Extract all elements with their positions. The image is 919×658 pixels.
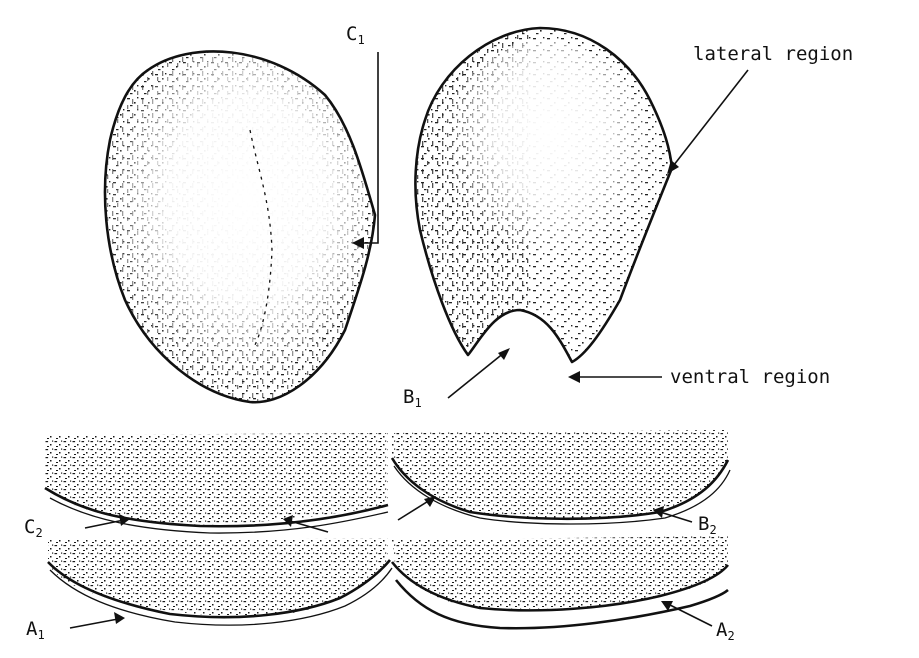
label-ventral-region: ventral region bbox=[670, 366, 830, 388]
label-c1: C1 bbox=[346, 23, 365, 47]
label-c2: C2 bbox=[24, 516, 43, 540]
strip-c2 bbox=[45, 433, 388, 533]
left-section-c bbox=[100, 40, 380, 410]
right-section-b bbox=[410, 25, 680, 370]
label-a2-group: A2 bbox=[661, 601, 735, 643]
label-a1: A1 bbox=[26, 618, 45, 642]
label-b1: B1 bbox=[403, 386, 422, 410]
label-ventral-group: ventral region bbox=[568, 366, 830, 388]
label-a2: A2 bbox=[716, 619, 735, 643]
label-a1-group: A1 bbox=[26, 612, 125, 642]
label-lateral-region: lateral region bbox=[693, 43, 853, 65]
label-lateral-group: lateral region bbox=[667, 43, 853, 174]
strip-a2 bbox=[392, 536, 728, 628]
label-b1-group: B1 bbox=[403, 348, 510, 410]
strip-a1 bbox=[48, 538, 392, 625]
label-b2: B2 bbox=[698, 513, 717, 537]
strip-b2 bbox=[392, 430, 730, 524]
